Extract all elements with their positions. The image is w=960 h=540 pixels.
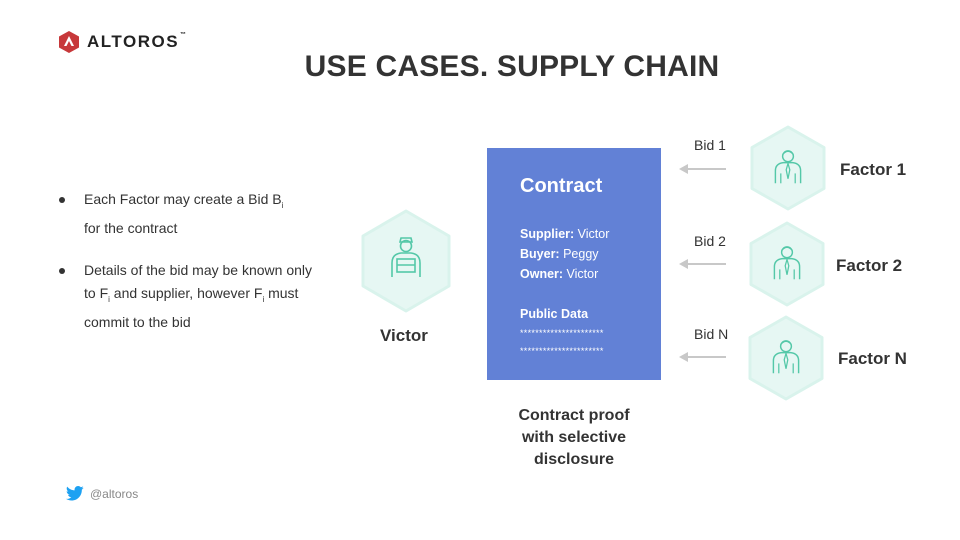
factor-2-label: Factor 2 <box>836 256 903 275</box>
bid-2-label: Bid 2 <box>694 233 726 249</box>
altoros-logo-icon <box>59 31 79 53</box>
logo-text: ALTOROS™ <box>87 32 188 51</box>
victor-label: Victor <box>380 326 428 345</box>
factor-n-label: Factor N <box>838 349 907 368</box>
bullet-item: Details of the bid may be known only to … <box>57 259 327 334</box>
factor-1-label: Factor 1 <box>840 160 907 179</box>
twitter-icon <box>66 486 84 501</box>
victor-node <box>361 209 451 313</box>
bid-n-label: Bid N <box>694 326 729 342</box>
bid-arrow-1 <box>679 164 726 174</box>
contract-supplier: Supplier: Victor <box>520 227 610 241</box>
contract-box: Contract Supplier: Victor Buyer: Peggy O… <box>487 148 661 380</box>
bullet-dot <box>59 197 65 203</box>
bid-arrow-n <box>679 352 726 362</box>
twitter-handle-text: @altoros <box>90 486 139 501</box>
contract-buyer: Buyer: Peggy <box>520 247 599 261</box>
twitter-handle[interactable]: @altoros <box>66 486 138 501</box>
bullet-dot <box>59 267 65 274</box>
public-data-stars-1: ********************** <box>520 328 604 338</box>
factor-n-node <box>748 315 824 401</box>
contract-title: Contract <box>520 175 603 197</box>
factor-1-node <box>750 125 826 211</box>
page-title: USE CASES. SUPPLY CHAIN <box>304 50 720 83</box>
bullet-list: Each Factor may create a Bid Bi for the … <box>57 188 327 353</box>
contract-owner: Owner: Victor <box>520 267 599 281</box>
public-data-stars-2: ********************** <box>520 346 604 356</box>
bid-1-label: Bid 1 <box>694 137 726 153</box>
public-data-title: Public Data <box>520 307 589 321</box>
bid-arrow-2 <box>679 259 726 269</box>
contract-caption: Contract proof with selective disclosure <box>518 407 630 468</box>
altoros-logo: ALTOROS™ <box>57 30 188 54</box>
factor-2-node <box>749 221 825 307</box>
bullet-item: Each Factor may create a Bid Bi for the … <box>57 188 327 240</box>
